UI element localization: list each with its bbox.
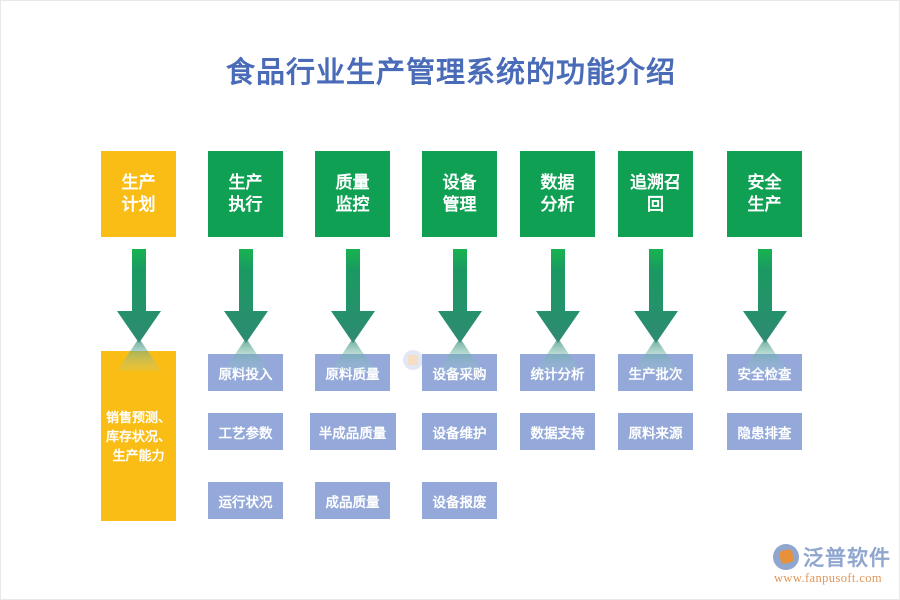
- header-box-line: 生产: [121, 173, 156, 192]
- detail-box-equipment-management-3[interactable]: 设备报废: [422, 482, 497, 519]
- detail-box-production-execution-3[interactable]: 运行状况: [208, 482, 283, 519]
- header-box-line: 安全: [747, 173, 782, 192]
- header-box-line: 监控: [335, 195, 370, 214]
- detail-box-safety-production-2[interactable]: 隐患排查: [727, 413, 802, 450]
- logo-url: www.fanpusoft.com: [774, 571, 883, 585]
- header-box-line: 数据: [540, 173, 575, 192]
- detail-box-equipment-management-1[interactable]: 设备采购: [422, 354, 497, 391]
- detail-box-quality-monitoring-3[interactable]: 成品质量: [315, 482, 390, 519]
- detail-box-trace-recall-2[interactable]: 原料来源: [618, 413, 693, 450]
- header-box-line: 执行: [228, 195, 263, 214]
- header-box-line: 设备: [442, 173, 477, 192]
- down-arrow-safety-production: [742, 249, 788, 344]
- down-arrow-data-analysis: [535, 249, 581, 344]
- summary-line: 库存状况、: [105, 428, 171, 444]
- header-box-production-execution[interactable]: 生产执行: [208, 151, 283, 237]
- fanpu-logo-icon: [403, 350, 423, 370]
- header-box-line: 生产: [747, 195, 782, 214]
- header-box-line: 追溯召: [630, 173, 681, 192]
- detail-box-data-analysis-1[interactable]: 统计分析: [520, 354, 595, 391]
- header-box-line: 质量: [335, 173, 370, 192]
- detail-box-quality-monitoring-1[interactable]: 原料质量: [315, 354, 390, 391]
- header-box-line: 计划: [121, 195, 156, 214]
- header-box-trace-recall[interactable]: 追溯召回: [618, 151, 693, 237]
- page-title: 食品行业生产管理系统的功能介绍: [225, 57, 676, 89]
- header-box-line: 回: [647, 195, 664, 214]
- header-box-production-plan[interactable]: 生产计划: [101, 151, 176, 237]
- down-arrow-equipment-management: [437, 249, 483, 344]
- detail-box-equipment-management-2[interactable]: 设备维护: [422, 413, 497, 450]
- logo-text: 泛普软件: [803, 547, 891, 570]
- down-arrow-quality-monitoring: [330, 249, 376, 344]
- detail-box-safety-production-1[interactable]: 安全检查: [727, 354, 802, 391]
- header-box-equipment-management[interactable]: 设备管理: [422, 151, 497, 237]
- detail-box-production-execution-1[interactable]: 原料投入: [208, 354, 283, 391]
- summary-box-production-plan[interactable]: 销售预测、库存状况、生产能力: [101, 351, 176, 521]
- fanpu-logo-icon: [773, 544, 799, 570]
- header-box-quality-monitoring[interactable]: 质量监控: [315, 151, 390, 237]
- header-box-safety-production[interactable]: 安全生产: [727, 151, 802, 237]
- brand-logo: 泛普软件 www.fanpusoft.com: [773, 542, 893, 588]
- down-arrow-trace-recall: [633, 249, 679, 344]
- logo-row: 泛普软件: [773, 542, 891, 572]
- detail-box-quality-monitoring-2[interactable]: 半成品质量: [309, 413, 396, 450]
- header-box-line: 管理: [442, 195, 477, 214]
- header-box-line: 分析: [540, 195, 575, 214]
- summary-line: 生产能力: [112, 447, 165, 463]
- detail-box-data-analysis-2[interactable]: 数据支持: [520, 413, 595, 450]
- header-box-data-analysis[interactable]: 数据分析: [520, 151, 595, 237]
- header-box-line: 生产: [228, 173, 263, 192]
- down-arrow-production-execution: [223, 249, 269, 344]
- summary-line: 销售预测、: [105, 409, 171, 425]
- detail-box-trace-recall-1[interactable]: 生产批次: [618, 354, 693, 391]
- detail-box-production-execution-2[interactable]: 工艺参数: [208, 413, 283, 450]
- down-arrow-production-plan: [116, 249, 162, 344]
